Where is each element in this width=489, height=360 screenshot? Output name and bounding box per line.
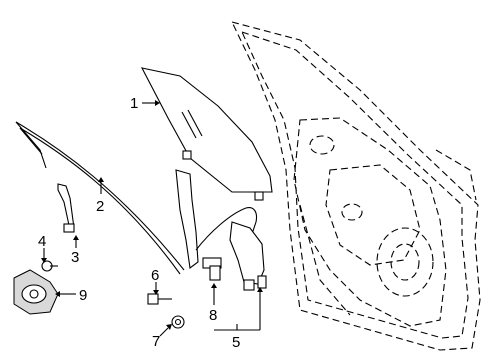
nut-part-7 [171,315,185,329]
callout-9: 9 [79,287,87,304]
glass-run-channel [15,121,185,275]
window-motor [13,269,59,315]
callout-8: 8 [209,307,217,324]
bolt-part-6 [147,293,172,305]
callout-3: 3 [71,249,79,266]
callout-4: 4 [38,233,46,250]
callout-6: 6 [151,267,159,284]
door-shell [230,21,481,351]
callout-5: 5 [232,334,240,351]
window-regulator [175,169,267,291]
door-glass [140,67,273,201]
callout-2: 2 [96,198,104,215]
screw-part-4 [41,260,58,272]
callout-1: 1 [130,95,138,112]
channel-bracket [57,183,75,233]
leader-lines [41,100,263,337]
callout-7: 7 [152,333,160,350]
